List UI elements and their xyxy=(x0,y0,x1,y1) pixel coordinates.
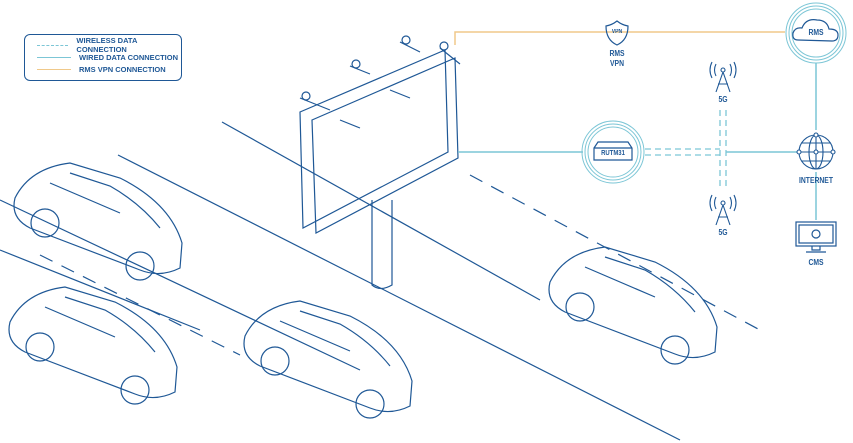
legend-label: WIRELESS DATA CONNECTION xyxy=(76,36,138,54)
legend: WIRELESS DATA CONNECTION WIRED DATA CONN… xyxy=(24,34,182,81)
car xyxy=(8,286,178,405)
monitor-icon xyxy=(795,221,837,253)
legend-item-vpn: RMS VPN CONNECTION xyxy=(37,64,166,74)
globe-icon xyxy=(796,132,836,170)
vpn-badge-label: VPN xyxy=(611,29,623,35)
rms-vpn-label: RMS VPN xyxy=(609,49,625,68)
router-node xyxy=(581,120,645,184)
billboard xyxy=(299,35,461,290)
road-edge xyxy=(0,199,361,371)
wired-connection xyxy=(726,63,817,220)
lane-marking xyxy=(39,254,241,356)
legend-label: RMS VPN CONNECTION xyxy=(79,64,166,74)
vpn-connection xyxy=(454,31,785,45)
tower-icon xyxy=(709,194,737,226)
router-icon xyxy=(593,141,633,161)
cloud-icon xyxy=(792,19,839,42)
legend-swatch xyxy=(37,56,71,58)
legend-item-wireless: WIRELESS DATA CONNECTION xyxy=(37,36,181,54)
cms-label: CMS xyxy=(808,258,824,267)
tower-top-label: 5G xyxy=(718,95,728,104)
legend-item-wired: WIRED DATA CONNECTION xyxy=(37,52,178,62)
tower-icon xyxy=(709,61,737,93)
road-edge xyxy=(221,121,541,301)
lane-marking xyxy=(469,174,761,331)
road-edge xyxy=(117,154,681,441)
shield-icon xyxy=(605,20,629,46)
internet-label: INTERNET xyxy=(799,176,833,185)
rms-node xyxy=(785,2,847,64)
car xyxy=(548,246,718,365)
car xyxy=(13,162,183,281)
wireless-connection xyxy=(645,110,727,190)
tower-bottom-label: 5G xyxy=(718,228,728,237)
legend-label: WIRED DATA CONNECTION xyxy=(79,52,179,62)
router-label: RUTM31 xyxy=(601,150,625,157)
legend-swatch xyxy=(37,44,69,46)
rms-label: RMS xyxy=(808,28,824,37)
legend-swatch xyxy=(37,68,71,70)
car xyxy=(243,300,413,419)
